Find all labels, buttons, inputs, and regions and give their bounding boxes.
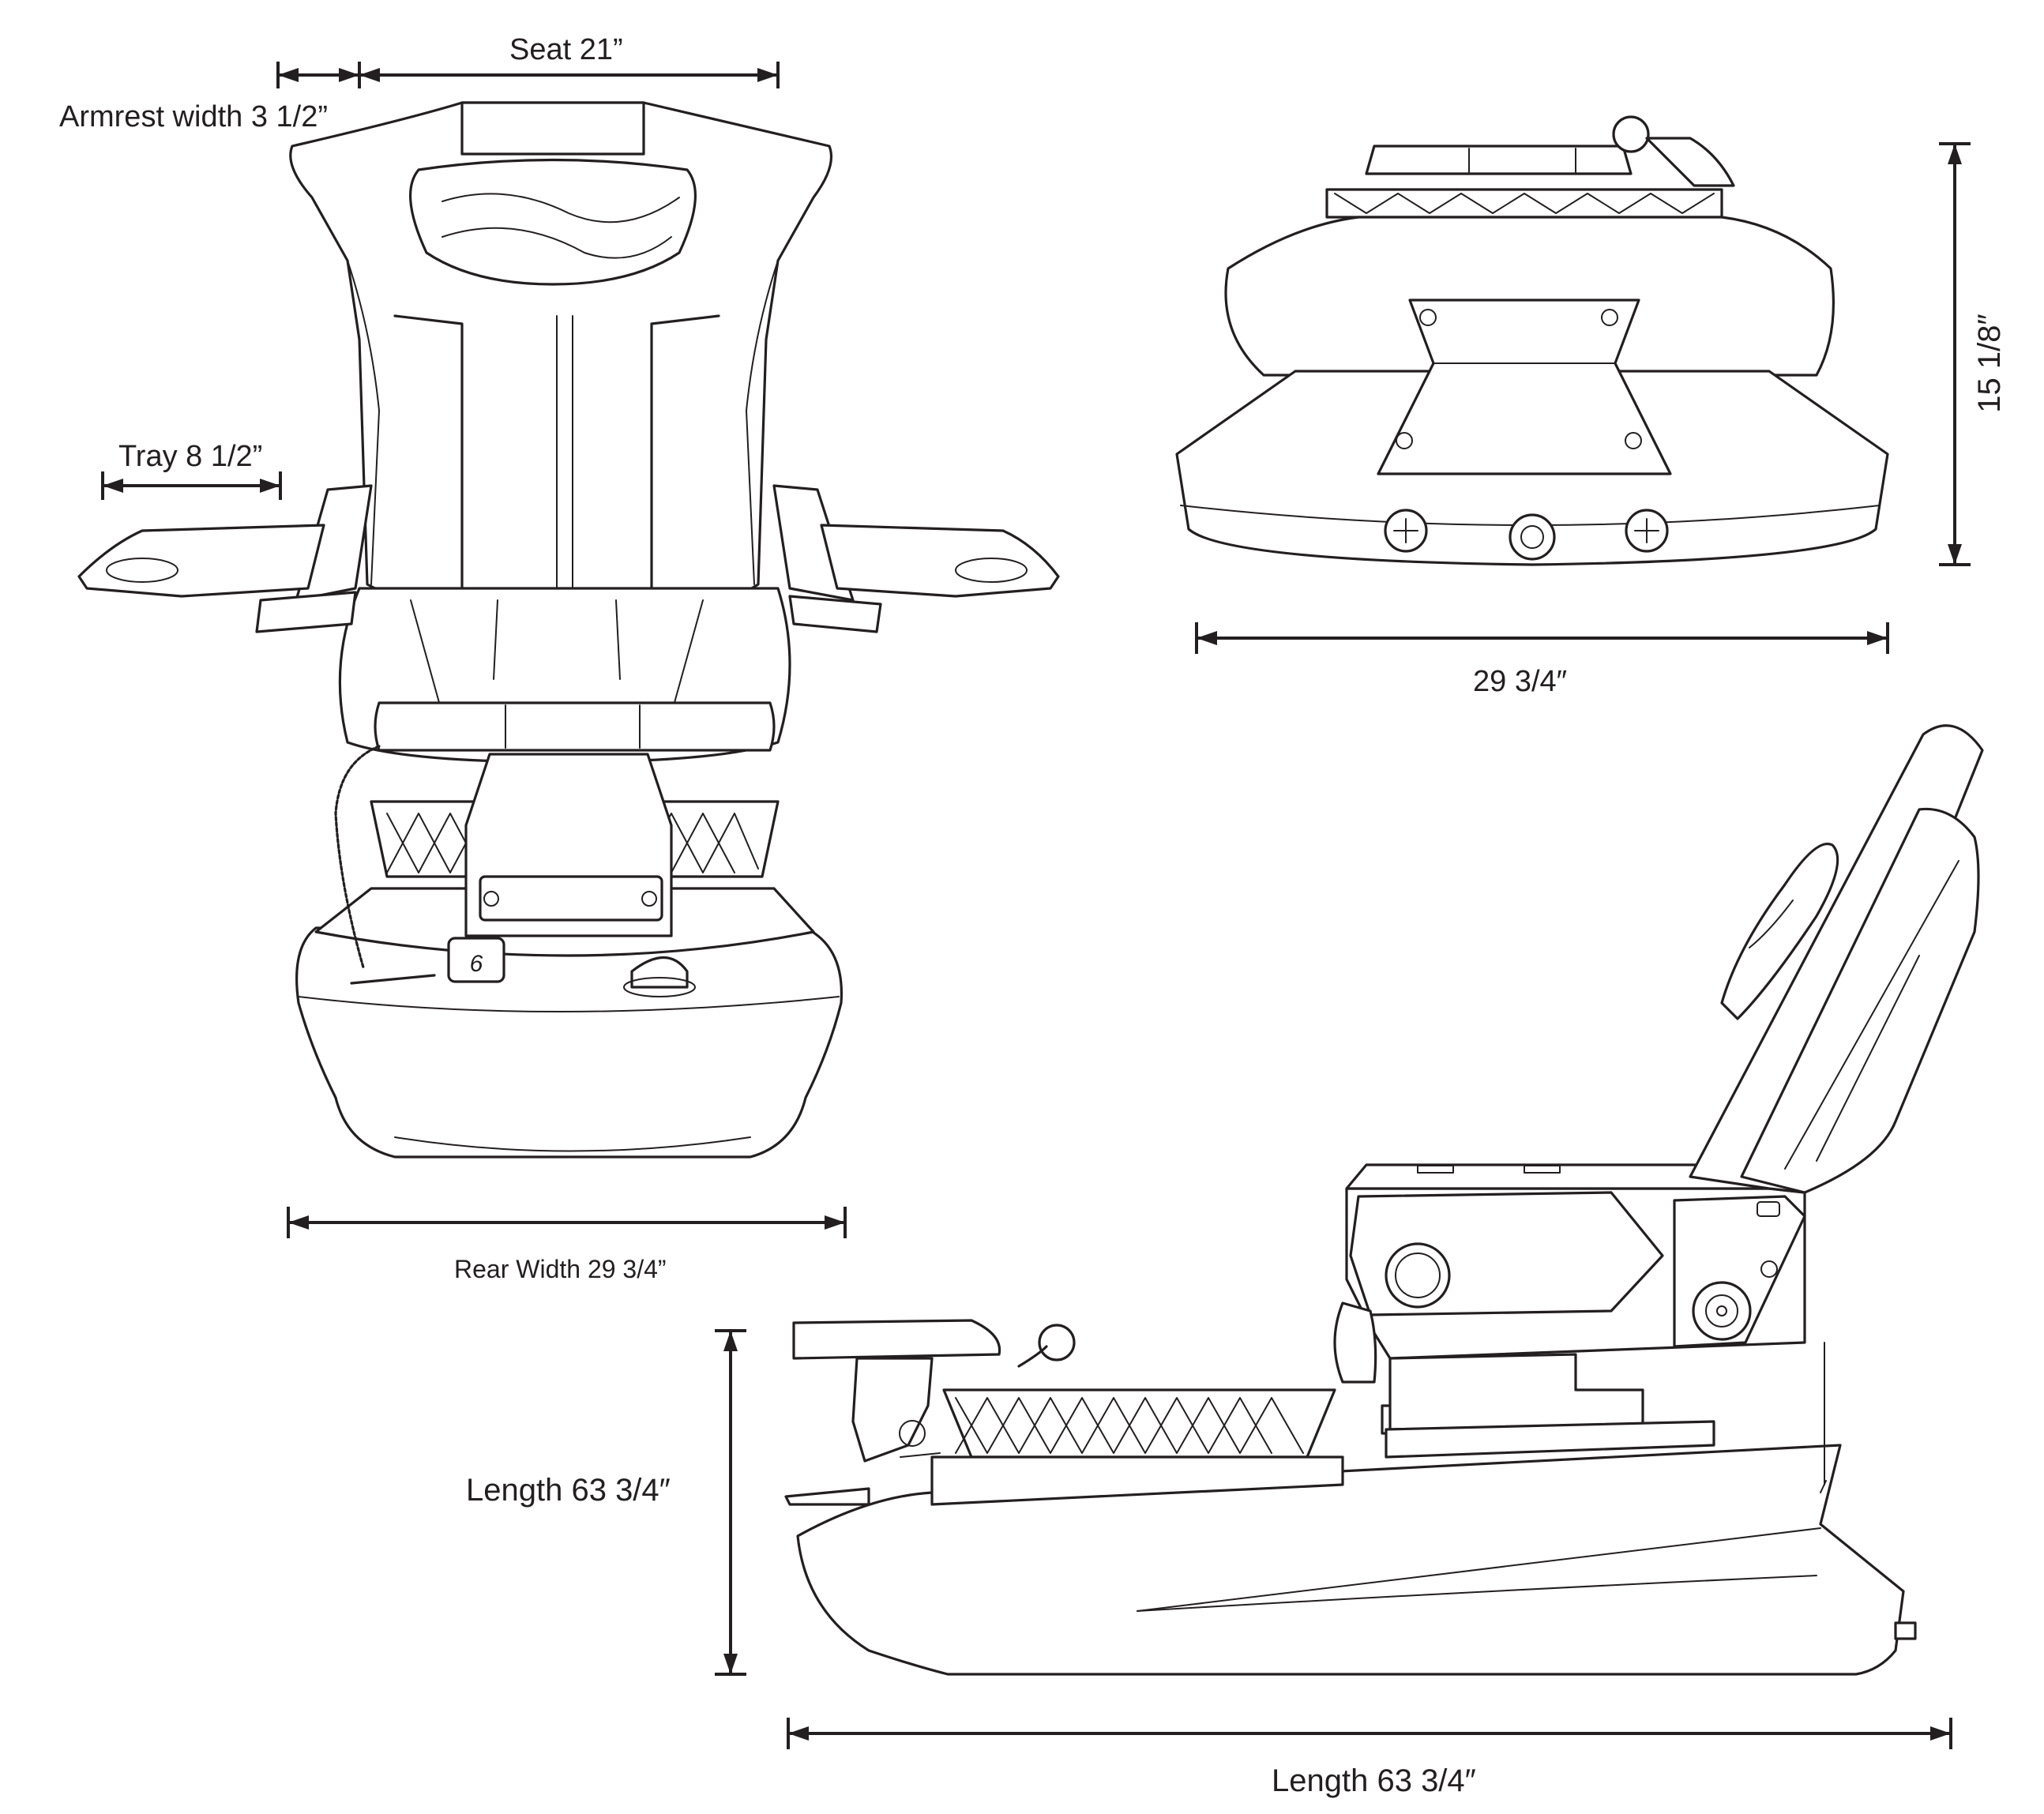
front-dial <box>447 937 505 983</box>
side-base-hull <box>796 1444 1905 1676</box>
side-knob <box>1692 1281 1752 1341</box>
seat-dimension <box>359 62 780 88</box>
tray-label: Tray 8 1/2” <box>118 440 262 473</box>
side-length-dimension <box>787 1718 1952 1749</box>
back-width-dimension <box>1195 622 1889 654</box>
front-legrest <box>374 701 776 752</box>
front-base-tub <box>295 926 844 1159</box>
side-headrest <box>1720 843 1839 1020</box>
back-upper-body <box>1224 216 1835 377</box>
front-dial-glyph: 6 <box>470 951 483 977</box>
seat-label: Seat 21” <box>509 33 623 66</box>
rear-width-dimension <box>287 1207 847 1238</box>
back-legrest <box>1365 145 1633 175</box>
tray-dimension <box>101 471 282 500</box>
back-width-label: 29 3/4″ <box>1473 665 1567 698</box>
side-view: Length 63 3/4″ Length 63 3/4″ <box>466 724 1984 1798</box>
front-right-tray <box>820 524 1060 598</box>
side-height-label: Length 63 3/4″ <box>466 1473 671 1508</box>
side-legrest <box>792 1319 1001 1360</box>
back-height-label: 15 1/8″ <box>1972 314 2007 412</box>
back-plate <box>1377 299 1672 475</box>
back-fitting-center <box>1509 513 1556 561</box>
back-view: 29 3/4″ 15 1/8″ <box>1175 115 2007 698</box>
armrest-width-label: Armrest width 3 1/2” <box>59 100 328 133</box>
side-shower-head <box>1038 1324 1076 1361</box>
side-pedestal <box>1388 1353 1644 1431</box>
armrest-width-dimension <box>276 62 361 88</box>
front-view: 6 Armrest width 3 1/2” <box>59 33 1060 1283</box>
back-height-dimension <box>1939 142 1971 566</box>
front-left-tray <box>77 524 325 598</box>
side-height-dimension <box>715 1329 746 1676</box>
side-length-label: Length 63 3/4″ <box>1272 1763 1476 1798</box>
front-pillow <box>409 158 697 286</box>
rear-width-label: Rear Width 29 3/4” <box>454 1255 667 1283</box>
